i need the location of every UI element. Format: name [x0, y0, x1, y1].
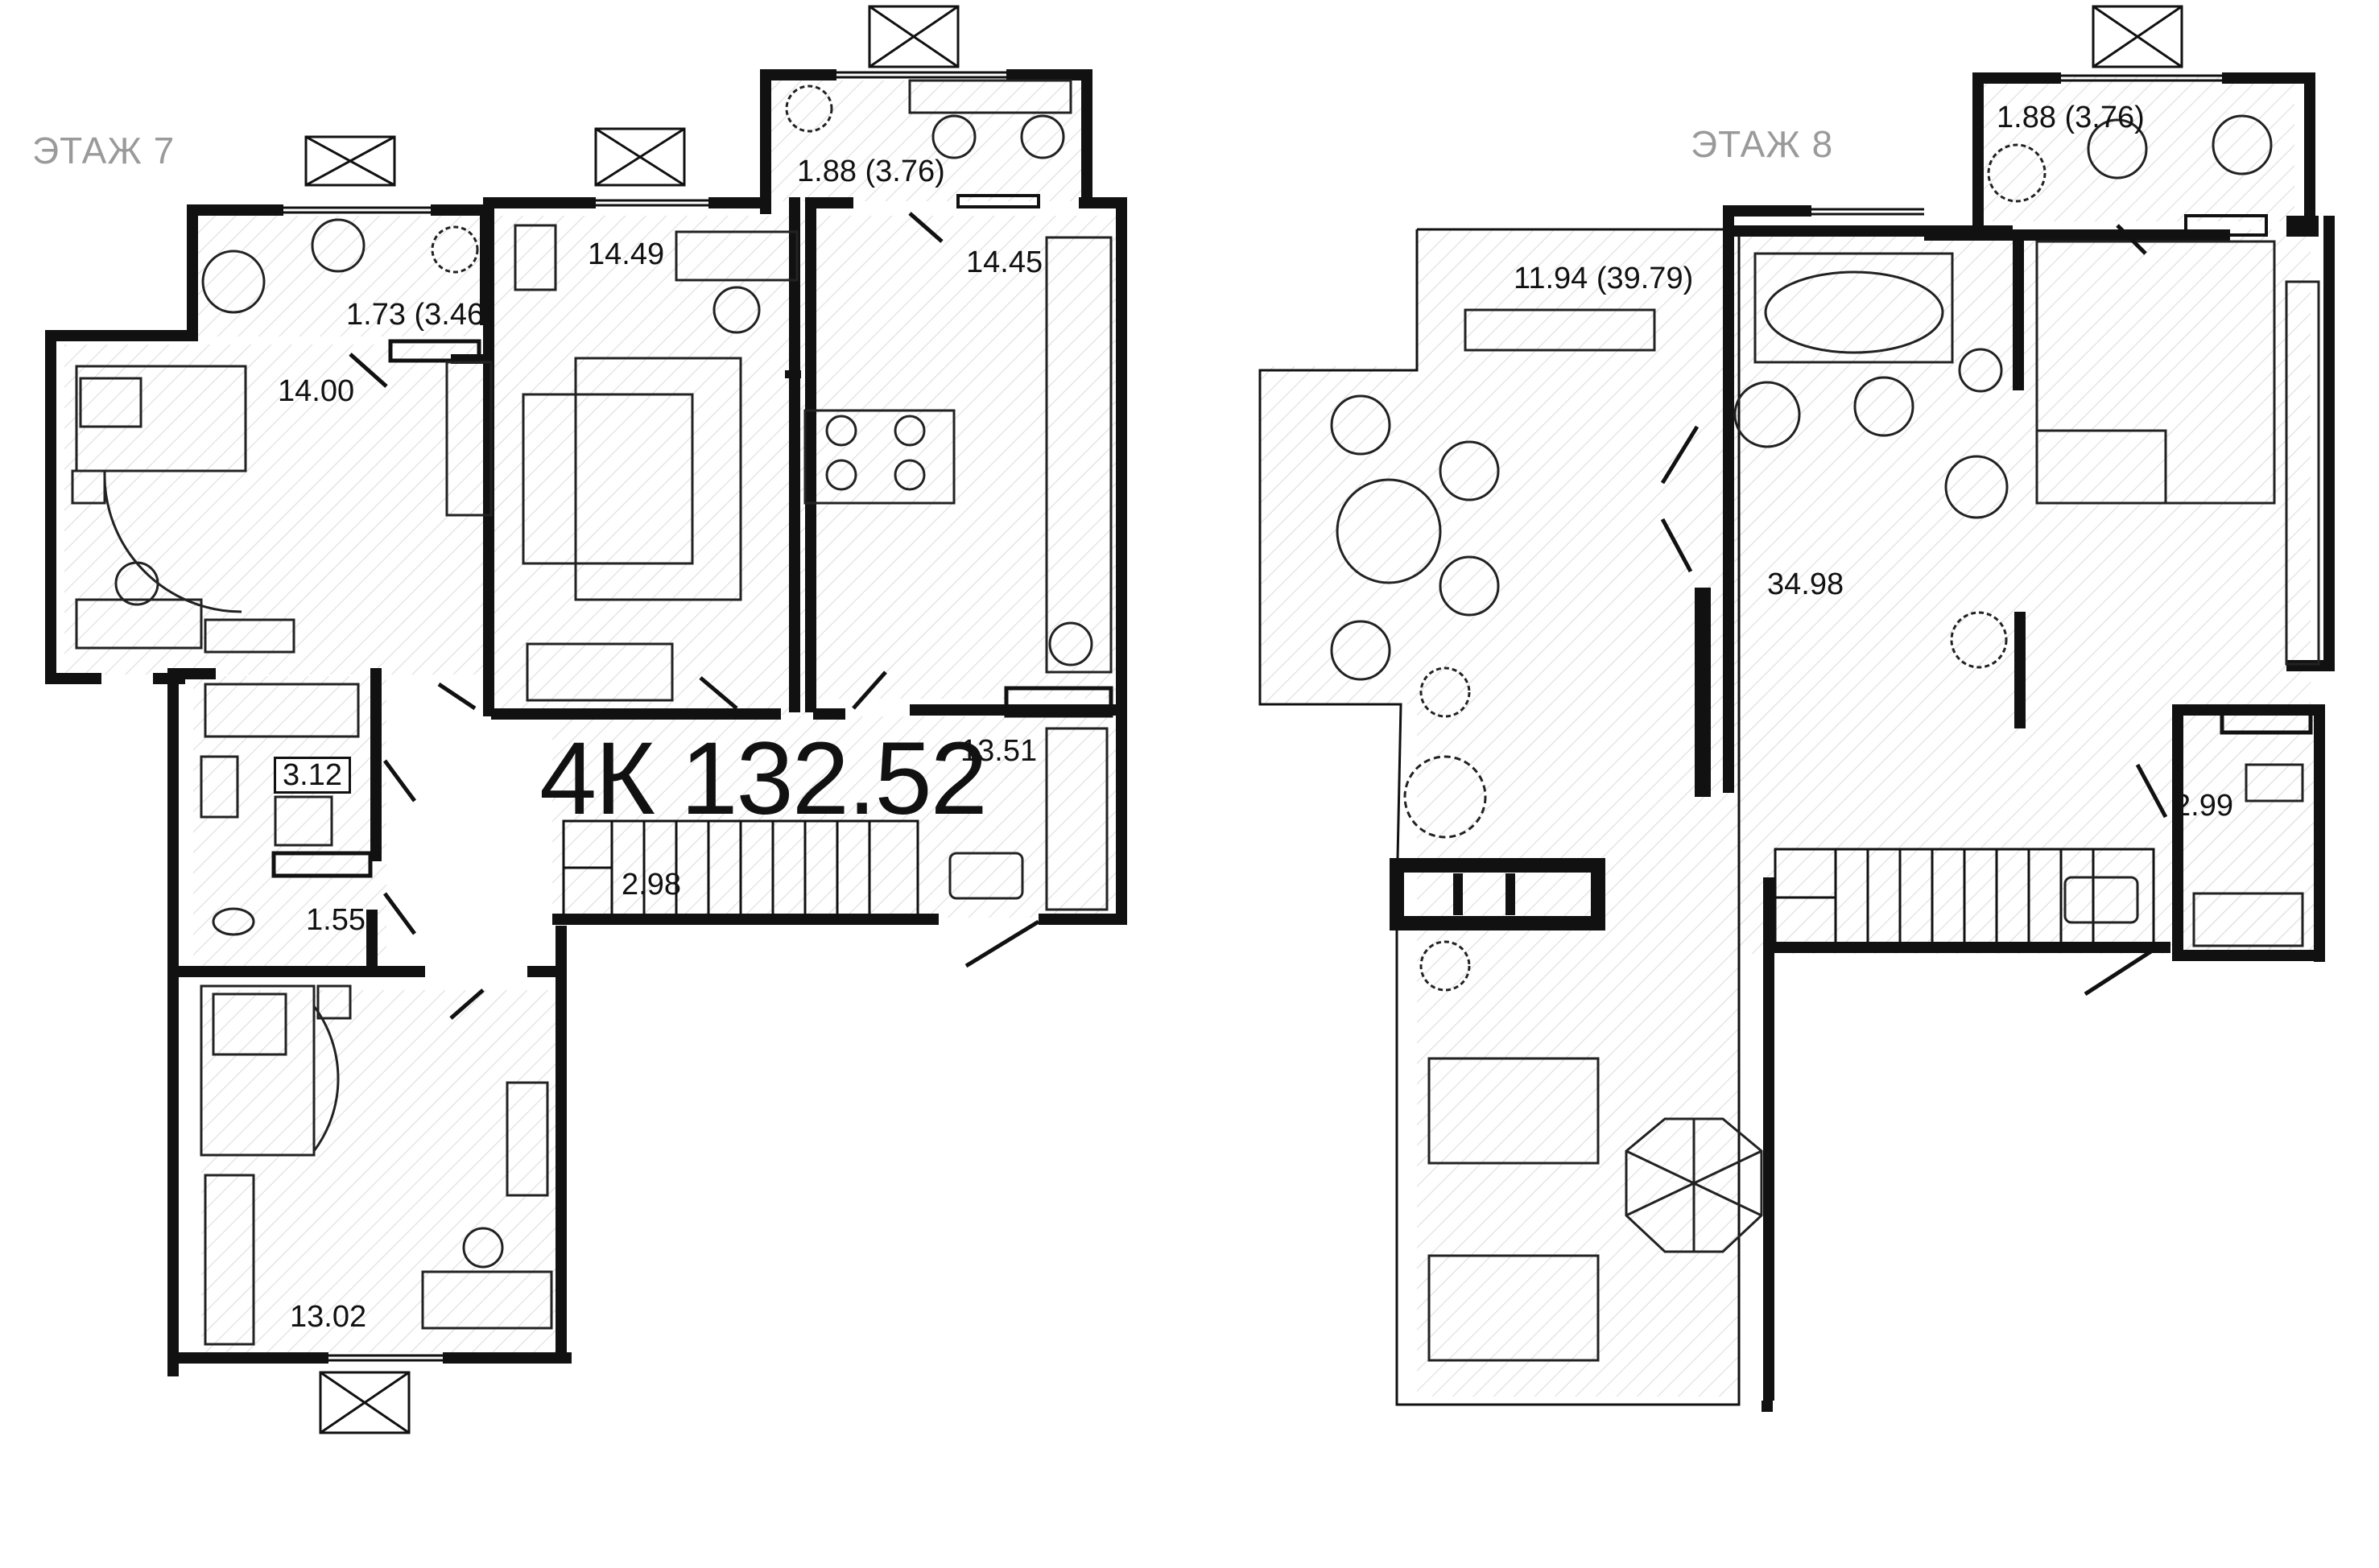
apartment-total-area: 132.52 [680, 721, 987, 836]
floor-8-walls [1390, 72, 2335, 1412]
area-corridor: 2.98 [622, 868, 681, 902]
floor-8-hatching [1260, 76, 2319, 1397]
area-bedroom-master: 14.49 [588, 237, 665, 271]
area-terrace: 11.94 (39.79) [1514, 262, 1694, 295]
floor-7 [45, 5, 1127, 1434]
floor-8-stairs [1774, 848, 2155, 946]
area-balcony-floor8: 1.88 (3.76) [1997, 101, 2145, 134]
area-balcony-left: 1.73 (3.46) [346, 298, 494, 332]
floor-7-stairs [562, 819, 919, 918]
floor-7-doors [349, 212, 1040, 1020]
floor-8-terrace-outline [1258, 228, 1741, 1406]
apartment-type: 4К [539, 721, 655, 836]
floor-7-walls [45, 69, 1127, 1376]
area-bedroom-left: 14.00 [278, 374, 355, 408]
area-toilet: 1.55 [306, 903, 366, 937]
area-living: 34.98 [1767, 567, 1844, 601]
area-bathroom-floor8: 2.99 [2174, 789, 2233, 823]
area-hallway: 13.51 [960, 734, 1038, 768]
area-bathroom: 3.12 [274, 757, 351, 794]
floor-8-windows [1811, 5, 2222, 216]
floor-7-windows [283, 5, 1006, 1434]
floor-7-label: ЭТАЖ 7 [32, 130, 176, 171]
area-bedroom-bottom: 13.02 [290, 1300, 367, 1334]
floor-7-furniture [71, 79, 1113, 1346]
floor-8-label: ЭТАЖ 8 [1691, 123, 1834, 165]
apartment-area-badge: 4К 132.52 [539, 728, 1056, 831]
floor-8-doors [1660, 224, 2168, 997]
floor-8 [1258, 5, 2335, 1412]
floor-8-furniture [1330, 114, 2320, 1362]
area-kitchen: 14.45 [966, 246, 1043, 279]
area-balcony-top: 1.88 (3.76) [797, 155, 945, 188]
